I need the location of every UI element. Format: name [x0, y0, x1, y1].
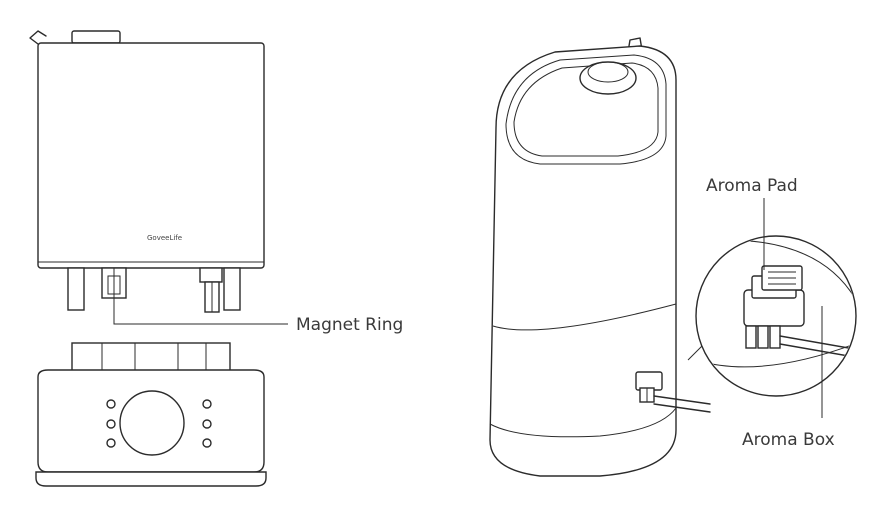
control-button — [106, 419, 116, 429]
power-cord — [653, 395, 711, 413]
humidifier-front-exploded: GoveeLife Magnet Ring — [29, 30, 403, 487]
top-cap — [71, 30, 121, 44]
magnet-ring-leader — [113, 298, 288, 325]
top-knob — [579, 61, 637, 95]
brand-logo: GoveeLife — [147, 234, 182, 242]
magnet-ring-label: Magnet Ring — [296, 315, 403, 335]
tank-valve — [199, 267, 223, 283]
handle-strap — [627, 37, 643, 53]
body-seam — [492, 303, 677, 331]
handle-strap — [29, 30, 47, 45]
aroma-pad-label: Aroma Pad — [706, 176, 798, 196]
tank-leg-right — [223, 267, 241, 311]
zoom-pointer — [687, 345, 703, 361]
bottom-band — [489, 407, 677, 438]
aroma-box-slot — [635, 371, 663, 391]
control-button — [106, 399, 116, 409]
control-button — [202, 399, 212, 409]
humidifier-body — [489, 45, 677, 477]
top-lid — [505, 54, 667, 165]
control-button — [202, 419, 212, 429]
control-button — [106, 438, 116, 448]
humidifier-perspective: Aroma Pad Aroma Box — [489, 37, 857, 477]
water-tank — [37, 42, 265, 269]
base-component — [71, 342, 231, 374]
control-dial — [119, 390, 185, 456]
tank-leg-left — [67, 267, 85, 311]
aroma-box-label: Aroma Box — [742, 430, 835, 450]
control-button — [202, 438, 212, 448]
base-foot — [35, 471, 267, 487]
